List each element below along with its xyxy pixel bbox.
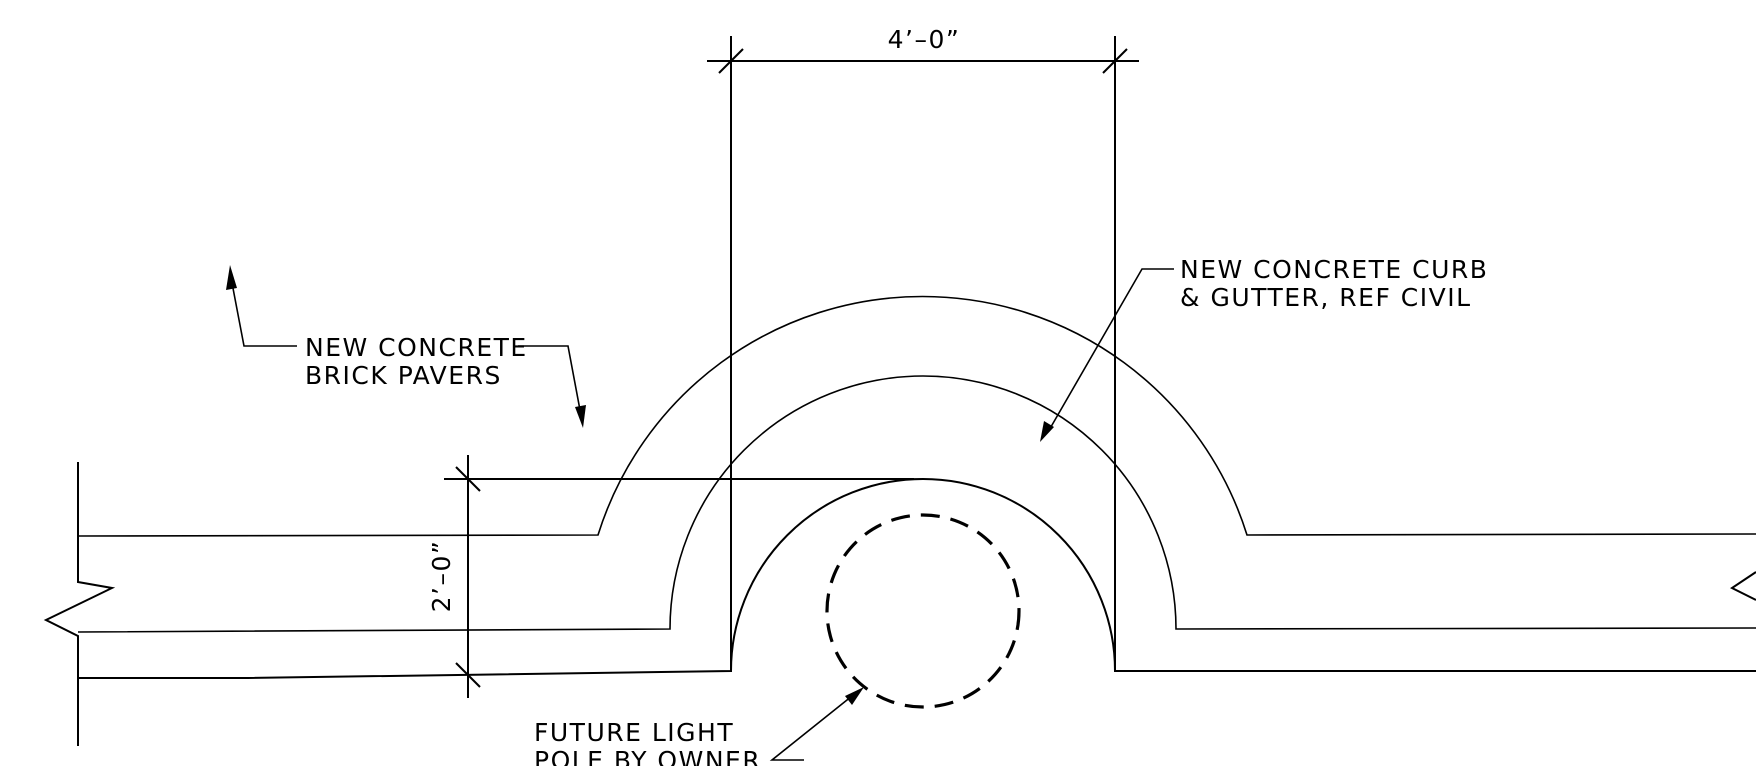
gutter-line [78,478,1756,679]
dim-4ft-tick-right [1102,48,1128,74]
curb-arrowhead [1040,421,1054,442]
pavers-callout-line1: NEW CONCRETE [305,333,528,362]
curb-face-line [77,375,1756,633]
pavers-callout: NEW CONCRETE BRICK PAVERS [226,265,586,428]
light-pole-callout: FUTURE LIGHT POLE BY OWNER [534,687,864,766]
light-pole-callout-line1: FUTURE LIGHT [534,718,734,747]
pavers-arrowhead-right [575,405,586,428]
outer-paver-edge [77,295,1756,537]
light-pole-arrowhead [845,687,864,705]
dim-2ft-tick-top [455,466,481,492]
pavers-leader-left [231,282,297,347]
future-light-pole-circle [825,513,1021,709]
light-pole-leader [769,695,853,761]
dim-2ft-tick-bottom [455,662,481,688]
dim-2ft-label: 2’–0” [427,540,456,613]
left-break-line [43,462,116,746]
dim-4ft-label: 4’–0” [888,25,961,54]
pavers-arrowhead-left [226,265,237,290]
curb-callout-line1: NEW CONCRETE CURB [1180,255,1488,284]
pavers-callout-line2: BRICK PAVERS [305,361,502,390]
curb-callout: NEW CONCRETE CURB & GUTTER, REF CIVIL [1040,255,1488,442]
right-break-line [1730,571,1756,601]
dim-4ft-tick-left [718,48,744,74]
curb-leader [1047,268,1174,433]
curb-callout-line2: & GUTTER, REF CIVIL [1180,283,1472,312]
light-pole-callout-line2: POLE BY OWNER [534,746,761,766]
pavers-leader-right [518,345,581,411]
